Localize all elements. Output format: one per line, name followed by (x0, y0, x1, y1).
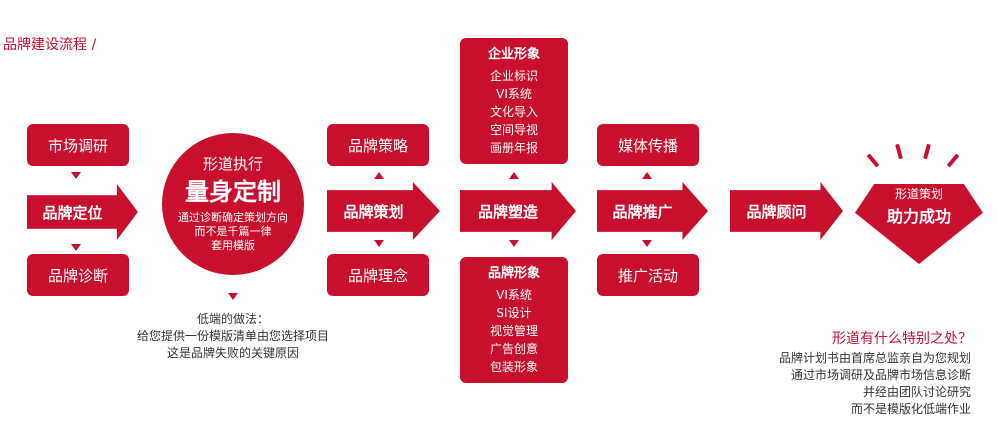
market-research-box: 市场调研 (27, 124, 129, 166)
low-end-note-line: 这是品牌失败的关键原因 (166, 346, 299, 360)
special-line: 并经由团队讨论研究 (862, 385, 971, 399)
corporate-image-heading: 企业形象 (487, 47, 540, 62)
page-title: 品牌建设流程 / (3, 37, 97, 53)
special-line: 而不是模版化低端作业 (850, 402, 971, 416)
core-desc-line: 套用模版 (211, 239, 255, 252)
arrow-up-icon (509, 172, 519, 179)
brand-strategy-label: 品牌策略 (347, 136, 408, 155)
arrow-down-icon (642, 240, 652, 247)
low-end-note-title: 低端的做法： (196, 312, 269, 326)
special-line: 品牌计划书由首席总监亲自为您规划 (778, 351, 971, 365)
brand-image-item: 广告创意 (489, 342, 538, 356)
brand-concept-label: 品牌理念 (347, 266, 408, 285)
market-research-label: 市场调研 (47, 136, 108, 155)
brand-planning-label: 品牌策划 (343, 202, 404, 221)
brand-positioning-arrow: 品牌定位 (27, 184, 138, 240)
core-title: 量身定制 (185, 178, 281, 206)
sparkle-ray (895, 143, 903, 160)
brand-image-item: VI系统 (496, 288, 532, 302)
brand-promotion-arrow: 品牌推广 (597, 182, 708, 240)
sparkle-ray (946, 153, 960, 168)
brand-building-arrow: 品牌塑造 (460, 182, 576, 240)
corporate-image-item: VI系统 (496, 87, 532, 101)
special-lines: 品牌计划书由首席总监亲自为您规划 通过市场调研及品牌市场信息诊断 并经由团队讨论… (779, 350, 971, 418)
brand-positioning-label: 品牌定位 (42, 203, 103, 222)
arrow-up-icon (374, 172, 384, 179)
brand-image-panel: 品牌形象 VI系统 SI设计 视觉管理 广告创意 包装形象 (460, 257, 568, 383)
promotion-activity-label: 推广活动 (617, 266, 678, 285)
arrow-down-icon (71, 244, 81, 251)
success-title: 助力成功 (886, 207, 951, 226)
brand-planning-arrow: 品牌策划 (327, 182, 440, 240)
brand-image-item: 包装形象 (489, 360, 538, 374)
special-title: 形道有什么特别之处？ (832, 331, 972, 347)
brand-consultant-arrow: 品牌顾问 (730, 182, 843, 240)
corporate-image-item: 空间导视 (489, 123, 538, 137)
brand-diagnosis-box: 品牌诊断 (27, 254, 129, 296)
sparkle-ray (923, 143, 931, 160)
brand-concept-box: 品牌理念 (327, 254, 429, 296)
media-broadcast-label: 媒体传播 (617, 136, 678, 155)
arrow-down-icon (228, 293, 238, 300)
promotion-activity-box: 推广活动 (597, 254, 699, 296)
tailored-circle: 形道执行 量身定制 通过诊断确定策划方向 而不是千篇一律 套用模版 (162, 133, 304, 275)
special-line: 通过市场调研及品牌市场信息诊断 (790, 368, 971, 382)
brand-strategy-box: 品牌策略 (327, 124, 429, 166)
brand-diagnosis-label: 品牌诊断 (47, 266, 108, 285)
core-desc-line: 通过诊断确定策划方向 (178, 211, 288, 224)
brand-image-item: 视觉管理 (489, 324, 538, 338)
core-subtitle: 形道执行 (202, 155, 263, 173)
low-end-note: 低端的做法： 给您提供一份模版清单由您选择项目 这是品牌失败的关键原因 (100, 311, 366, 362)
brand-image-item: SI设计 (496, 306, 532, 320)
arrow-down-icon (71, 172, 81, 179)
corporate-image-item: 画册年报 (489, 141, 538, 155)
brand-building-label: 品牌塑造 (477, 202, 538, 221)
arrow-up-icon (642, 172, 652, 179)
media-broadcast-box: 媒体传播 (597, 124, 699, 166)
success-subtitle: 形道策划 (894, 187, 943, 201)
arrow-down-icon (509, 240, 519, 247)
corporate-image-panel: 企业形象 企业标识 VI系统 文化导入 空间导视 画册年报 (460, 38, 568, 164)
low-end-note-line: 给您提供一份模版清单由您选择项目 (136, 329, 329, 343)
core-desc-line: 而不是千篇一律 (194, 225, 272, 238)
corporate-image-item: 企业标识 (489, 69, 538, 83)
brand-promotion-label: 品牌推广 (612, 202, 673, 221)
arrow-down-icon (374, 240, 384, 247)
brand-image-heading: 品牌形象 (487, 266, 540, 281)
sparkle-ray (866, 153, 880, 168)
corporate-image-item: 文化导入 (489, 105, 538, 119)
brand-consultant-label: 品牌顾问 (746, 202, 807, 221)
